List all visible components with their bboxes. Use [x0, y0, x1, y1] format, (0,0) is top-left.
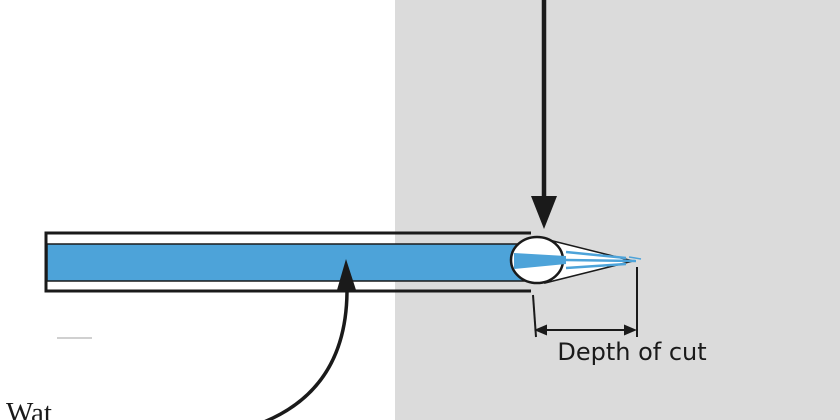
jet-streak-top — [565, 250, 627, 260]
water-tube — [44, 231, 531, 293]
jet-band — [514, 253, 566, 269]
jet-streak-bottom — [565, 262, 627, 270]
depth-dimension: Depth of cut — [532, 267, 707, 366]
workpiece-region — [395, 0, 840, 420]
jet-streak-middle — [565, 258, 637, 263]
water-pointer-arrow — [263, 259, 356, 420]
curved-arrow-head-icon — [337, 259, 356, 290]
dimension-arrowhead-right-icon — [624, 324, 637, 336]
nozzle-direction-arrow — [531, 0, 557, 229]
depth-of-cut-label: Depth of cut — [557, 338, 706, 366]
curved-arrow-shaft — [263, 291, 349, 420]
water-jet-stream — [514, 250, 642, 270]
arrow-head-icon — [531, 196, 557, 229]
water-label: Wat — [6, 397, 52, 420]
water-channel — [46, 243, 525, 282]
jet-tip-spray — [628, 256, 642, 260]
dimension-arrowhead-left-icon — [534, 324, 547, 336]
